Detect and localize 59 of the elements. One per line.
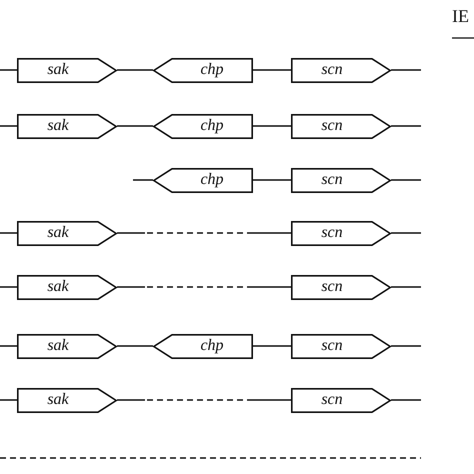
- connector-line: [117, 125, 153, 127]
- gene-name: scn: [321, 337, 343, 355]
- column-heading: IE: [452, 6, 469, 27]
- gene-block: [291, 274, 391, 300]
- gene-block: [17, 274, 117, 300]
- gene-block: [153, 58, 253, 82]
- gene-block: [153, 334, 253, 358]
- connector-line: [391, 125, 421, 127]
- connector-line: [117, 286, 291, 288]
- connector-line: [391, 286, 421, 288]
- gene-name: chp: [200, 117, 224, 135]
- connector-line: [0, 125, 17, 127]
- connector-line: [253, 69, 291, 71]
- gene-block: [153, 168, 253, 192]
- connector-line: [117, 69, 153, 71]
- gene-block: [153, 114, 253, 138]
- connector-line: [253, 345, 291, 347]
- gene-block: [291, 334, 391, 358]
- connector-line: [0, 232, 17, 234]
- gene-name: sak: [47, 117, 69, 135]
- gene-block: [17, 114, 117, 138]
- connector-line: [391, 232, 421, 234]
- gene-name: sak: [47, 224, 69, 242]
- gene-name: chp: [200, 337, 224, 355]
- connector-line: [391, 345, 421, 347]
- gene-name: scn: [321, 117, 343, 135]
- gene-name: sak: [47, 61, 69, 79]
- gene-name: scn: [321, 171, 343, 189]
- gene-block: [17, 220, 117, 246]
- connector-line: [391, 179, 421, 181]
- gene-block: [17, 334, 117, 358]
- gene-name: chp: [200, 61, 224, 79]
- gene-name: sak: [47, 391, 69, 409]
- gene-name: chp: [200, 171, 224, 189]
- connector-line: [391, 69, 421, 71]
- connector-line: [391, 399, 421, 401]
- gene-block: [291, 220, 391, 246]
- connector-line: [117, 399, 291, 401]
- gene-block: [291, 168, 391, 192]
- connector-line: [117, 345, 153, 347]
- gene-name: scn: [321, 224, 343, 242]
- connector-line: [0, 345, 17, 347]
- gene-name: scn: [321, 391, 343, 409]
- connector-line: [0, 286, 17, 288]
- connector-line: [253, 179, 291, 181]
- connector-line: [133, 179, 153, 181]
- connector-line: [0, 69, 17, 71]
- gene-block: [291, 58, 391, 82]
- gene-block: [291, 388, 391, 412]
- gene-name: sak: [47, 278, 69, 296]
- connector-line: [0, 399, 17, 401]
- connector-line: [117, 232, 291, 234]
- connector-line: [253, 125, 291, 127]
- gene-block: [17, 388, 117, 412]
- gene-name: scn: [321, 278, 343, 296]
- gene-block: [291, 114, 391, 138]
- gene-name: sak: [47, 337, 69, 355]
- gene-name: scn: [321, 61, 343, 79]
- gene-block: [17, 58, 117, 82]
